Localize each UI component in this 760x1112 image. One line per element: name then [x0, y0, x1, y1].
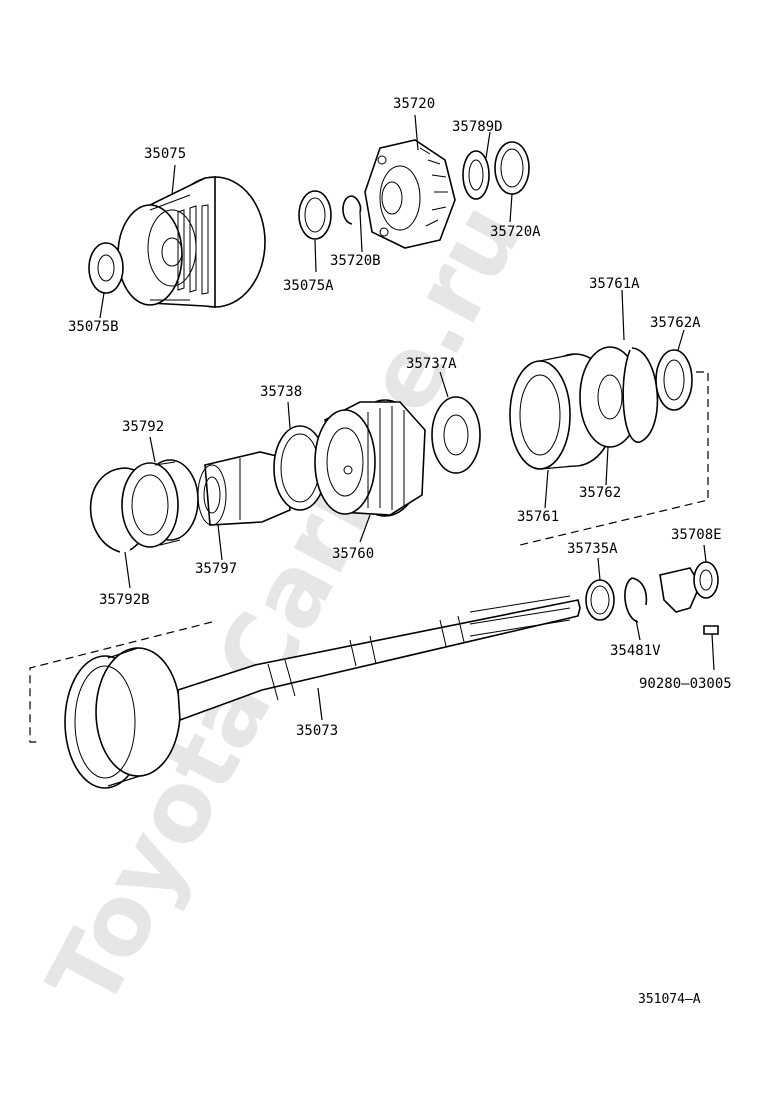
- part-35708E-nut: [659, 561, 719, 613]
- label-35720: 35720: [393, 96, 435, 112]
- part-35720-carrier: [364, 139, 456, 249]
- figure-reference: 351074–A: [638, 992, 701, 1007]
- label-35735A: 35735A: [567, 541, 618, 557]
- label-35708E: 35708E: [671, 527, 722, 543]
- part-35762A-bearing: [655, 349, 693, 411]
- label-35761: 35761: [517, 509, 559, 525]
- part-35789D-race: [462, 150, 490, 200]
- label-35737A: 35737A: [406, 356, 457, 372]
- part-35073-shaft: [64, 595, 581, 789]
- label-35073: 35073: [296, 723, 338, 739]
- bracket-left: [29, 621, 213, 743]
- part-35792-clutch: [121, 459, 199, 548]
- part-90280-ball: [703, 625, 719, 635]
- label-35720B: 35720B: [330, 253, 381, 269]
- label-35797: 35797: [195, 561, 237, 577]
- part-35075B-washer: [88, 242, 124, 294]
- part-35760-drum: [314, 399, 426, 517]
- part-35735A-ring: [585, 579, 615, 621]
- label-35720A: 35720A: [490, 224, 541, 240]
- label-35075B: 35075B: [68, 319, 119, 335]
- label-35789D: 35789D: [452, 119, 503, 135]
- leader-lines: [99, 114, 715, 721]
- label-35075: 35075: [144, 146, 186, 162]
- part-35075-drum: [117, 176, 266, 308]
- label-35738: 35738: [260, 384, 302, 400]
- part-35481V-snapring: [624, 577, 648, 623]
- part-35075A-washer: [298, 190, 332, 240]
- label-35761A: 35761A: [589, 276, 640, 292]
- label-35762: 35762: [579, 485, 621, 501]
- part-35720A-bearing: [494, 141, 530, 195]
- part-35761A-snapring: [622, 347, 659, 443]
- label-35792: 35792: [122, 419, 164, 435]
- label-35481V: 35481V: [610, 643, 661, 659]
- label-35760: 35760: [332, 546, 374, 562]
- label-35762A: 35762A: [650, 315, 701, 331]
- part-35720B-snapring: [342, 195, 362, 225]
- label-35075A: 35075A: [283, 278, 334, 294]
- label-90280-03005: 90280–03005: [639, 676, 732, 692]
- bracket-right: [519, 371, 709, 546]
- label-35792B: 35792B: [99, 592, 150, 608]
- part-35797-hub: [197, 451, 291, 526]
- part-35737A-washer: [431, 396, 481, 474]
